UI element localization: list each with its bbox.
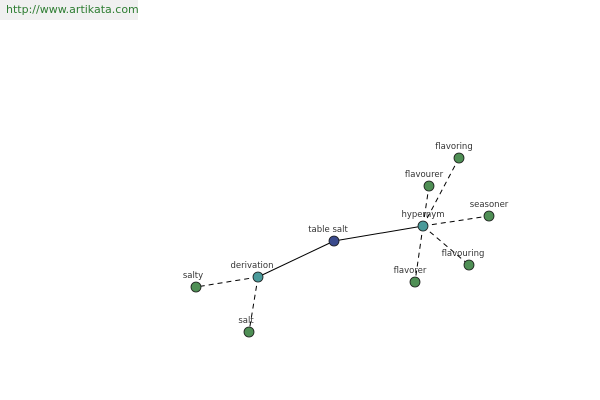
node-flavourer[interactable]: flavourer (405, 170, 444, 192)
node-marker-flavoring[interactable] (453, 152, 465, 164)
node-flavouring[interactable]: flavouring (442, 249, 485, 271)
node-flavorer[interactable]: flavorer (394, 266, 427, 288)
node-label-table-salt: table salt (308, 225, 348, 235)
node-marker-derivation[interactable] (252, 271, 264, 283)
node-table-salt[interactable]: table salt (308, 225, 348, 247)
node-marker-table-salt[interactable] (328, 235, 340, 247)
node-marker-flavouring[interactable] (463, 259, 475, 271)
edge-derivation-salt (248, 276, 259, 333)
node-marker-flavorer[interactable] (409, 276, 421, 288)
node-derivation[interactable]: derivation (230, 261, 274, 283)
node-label-seasoner: seasoner (470, 200, 509, 210)
node-marker-salt[interactable] (243, 326, 255, 338)
site-url[interactable]: http://www.artikata.com (0, 0, 139, 20)
node-label-hypernym: hypernym (401, 210, 444, 220)
node-seasoner[interactable]: seasoner (470, 200, 509, 222)
node-marker-seasoner[interactable] (483, 210, 495, 222)
node-label-derivation: derivation (230, 261, 273, 271)
nodes-layer: table salt hypernym derivation flavoring fla… (183, 142, 509, 338)
node-label-flavoring: flavoring (435, 142, 472, 152)
node-label-flavouring: flavouring (442, 249, 485, 259)
node-hypernym[interactable]: hypernym (401, 210, 445, 232)
node-marker-salty[interactable] (190, 281, 202, 293)
node-salty[interactable]: salty (183, 271, 203, 293)
node-label-flavourer: flavourer (405, 170, 444, 180)
edge-hypernym-seasoner (422, 215, 490, 227)
node-label-flavorer: flavorer (394, 266, 427, 276)
node-label-salty: salty (183, 271, 203, 281)
node-flavoring[interactable]: flavoring (435, 142, 473, 164)
edges-layer (195, 157, 490, 333)
edge-hypernym-flavorer (414, 225, 424, 283)
edge-table-salt-hypernym (333, 225, 424, 242)
edge-hypernym-flavoring (422, 157, 460, 227)
node-marker-hypernym[interactable] (417, 220, 429, 232)
edge-hypernym-flavouring (422, 225, 470, 266)
node-salt[interactable]: salt (238, 316, 255, 338)
node-marker-flavourer[interactable] (423, 180, 435, 192)
edge-table-salt-derivation (257, 240, 335, 278)
edge-hypernym-flavourer (422, 185, 430, 227)
node-label-salt: salt (238, 316, 254, 326)
edge-derivation-salty (195, 276, 259, 288)
